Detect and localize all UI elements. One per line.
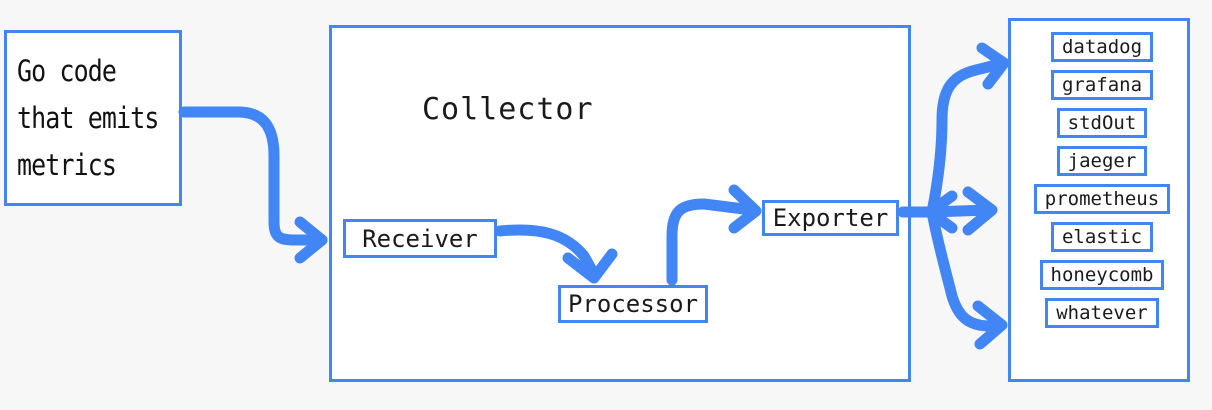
exporter-node: Exporter <box>762 200 899 236</box>
source-line-3: metrics <box>17 147 117 182</box>
backends-box: datadog grafana stdOut jaeger prometheus elas… <box>1008 18 1190 382</box>
backend-item-stdOut[interactable]: stdOut <box>1056 108 1148 138</box>
go-code-source-box: Go code that emits metrics <box>4 30 182 206</box>
backend-item-datadog[interactable]: datadog <box>1050 32 1154 62</box>
backends-list: datadog grafana stdOut jaeger prometheus elas… <box>1011 21 1193 385</box>
backend-item-grafana[interactable]: grafana <box>1050 70 1154 100</box>
backend-item-honeycomb[interactable]: honeycomb <box>1039 260 1165 290</box>
receiver-node: Receiver <box>343 219 497 258</box>
source-line-2: that emits <box>17 100 159 135</box>
arrow-source-to-receiver <box>178 106 328 264</box>
backend-item-jaeger[interactable]: jaeger <box>1056 146 1148 176</box>
backend-item-whatever[interactable]: whatever <box>1045 298 1159 328</box>
processor-node: Processor <box>558 285 708 323</box>
arrow-exporter-to-backends <box>897 42 1010 350</box>
source-line-1: Go code <box>17 53 117 88</box>
backend-item-prometheus[interactable]: prometheus <box>1033 184 1171 214</box>
backend-item-elastic[interactable]: elastic <box>1050 222 1154 252</box>
collector-title: Collector <box>422 92 594 127</box>
